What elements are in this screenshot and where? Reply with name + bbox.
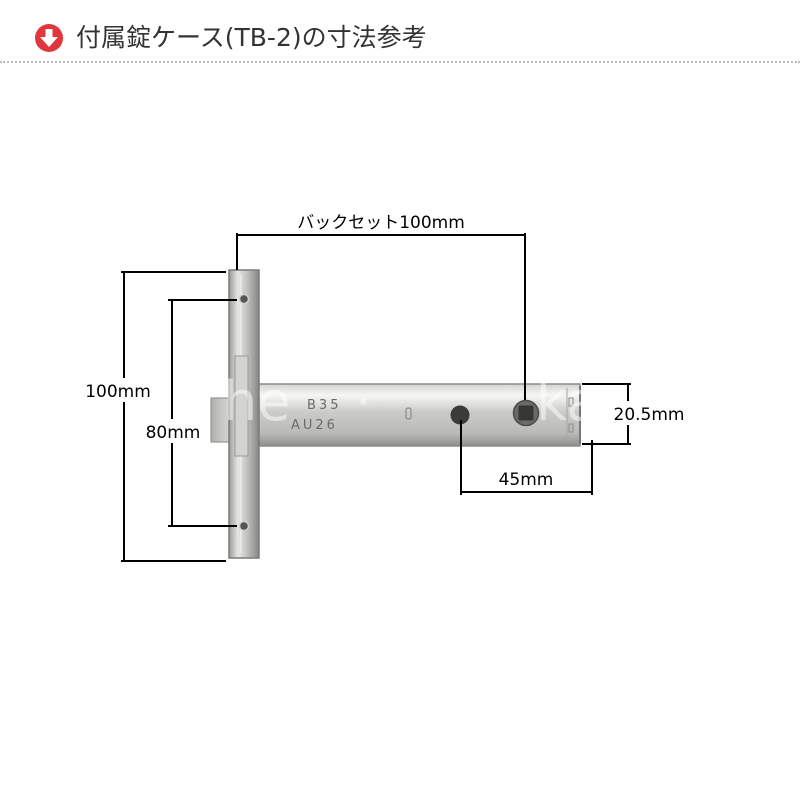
watermark-left: The [189,370,290,433]
screw-hole-bottom [238,520,250,532]
page-title: 付属錠ケース(TB-2)の寸法参考 [76,23,427,52]
lock-tube-body: B35 AU26 [242,383,581,447]
down-arrow-icon [35,24,63,52]
faceplate [228,269,260,559]
hole-left [450,405,470,425]
hole-spacing-dimension: 45mm [460,420,593,495]
body-height-dimension: 20.5mm [582,383,692,445]
faceplate-height-label: 100mm [85,382,151,402]
faceplate-height-dimension: 100mm [80,271,226,562]
header: 付属錠ケース(TB-2)の寸法参考 [0,0,800,63]
stamp-b35: B35 [307,398,341,413]
screw-hole-top [238,293,250,305]
spindle-square [518,405,534,421]
header-divider [0,61,800,63]
backset-dimension: バックセット100mm [236,213,526,400]
body-height-label: 20.5mm [614,405,685,425]
backset-label: バックセット100mm [297,213,465,233]
stamp-au26: AU26 [291,418,338,433]
screw-pitch-label: 80mm [146,423,201,443]
watermark-dot: · [355,370,372,433]
screw-pitch-dimension: 80mm [141,299,237,527]
hole-spacing-label: 45mm [499,470,554,490]
